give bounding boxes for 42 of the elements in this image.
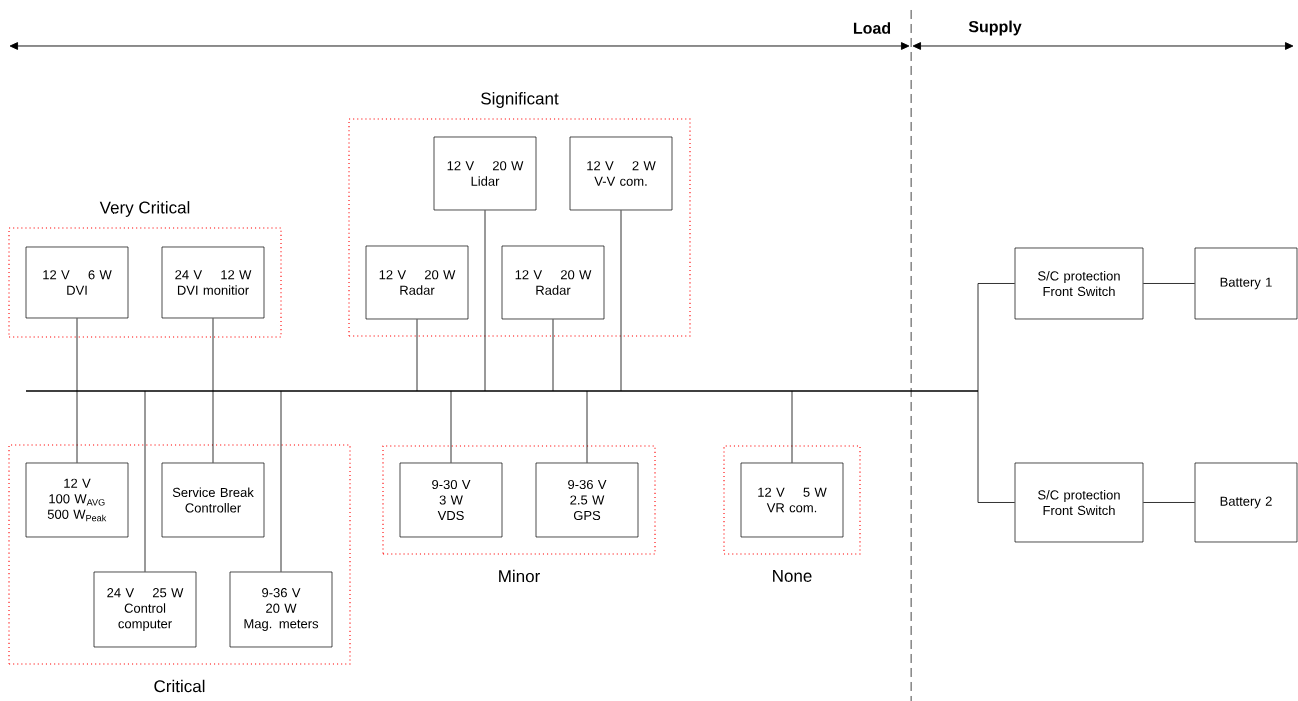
device-box: 12 V 20 W Radar [365, 245, 469, 320]
device-box: 24 V 12 W DVI monitior [161, 246, 265, 319]
connector-line [484, 209, 486, 392]
group-heading: Very Critical [99, 201, 190, 217]
device-box: 24 V 25 W Control computer [93, 571, 197, 648]
group-heading: Minor [499, 569, 540, 583]
group-heading: None [773, 570, 812, 582]
connector-line [977, 283, 1016, 392]
device-box: Battery 2 [1194, 462, 1298, 543]
connector-line [586, 390, 588, 464]
connector-line [450, 390, 452, 464]
connector-line [791, 390, 793, 464]
connector-line [76, 317, 78, 392]
device-box: Battery 1 [1194, 247, 1298, 320]
device-box: Service Break Controller [161, 462, 265, 538]
connector-line [212, 317, 214, 392]
device-box: 12 V 2 W V-V com. [569, 136, 673, 211]
device-box: 9-36 V 20 W Mag. meters [229, 571, 333, 648]
device-box: 12 V 20 W Lidar [433, 136, 537, 211]
device-box: 9-30 V 3 W VDS [399, 462, 503, 538]
device-box: 12 V 100 W$_{AVG}$ 500 W$_{Peak}$ [25, 462, 129, 538]
section-label: Load [853, 22, 891, 34]
connector-line [1142, 502, 1196, 503]
group-heading: Significant [481, 92, 559, 108]
device-box: S/C protection Front Switch [1014, 462, 1144, 543]
connector-line [76, 390, 78, 464]
connector-line [977, 390, 1016, 503]
section-label: Supply [968, 20, 1022, 36]
device-box: 12 V 20 W Radar [501, 245, 605, 320]
connector-line [620, 209, 622, 392]
connector-line [280, 390, 282, 573]
connector-line [1142, 283, 1196, 284]
bus-line [26, 390, 978, 392]
device-box: S/C protection Front Switch [1014, 247, 1144, 320]
connector-line [144, 390, 146, 573]
device-box: 12 V 6 W DVI [25, 246, 129, 319]
device-box: 12 V 5 W VR com. [740, 462, 844, 538]
device-box: 9-36 V 2.5 W GPS [535, 462, 639, 538]
connector-line [212, 390, 214, 464]
connector-line [416, 318, 418, 392]
connector-line [552, 318, 554, 392]
group-heading: Critical [154, 679, 205, 693]
